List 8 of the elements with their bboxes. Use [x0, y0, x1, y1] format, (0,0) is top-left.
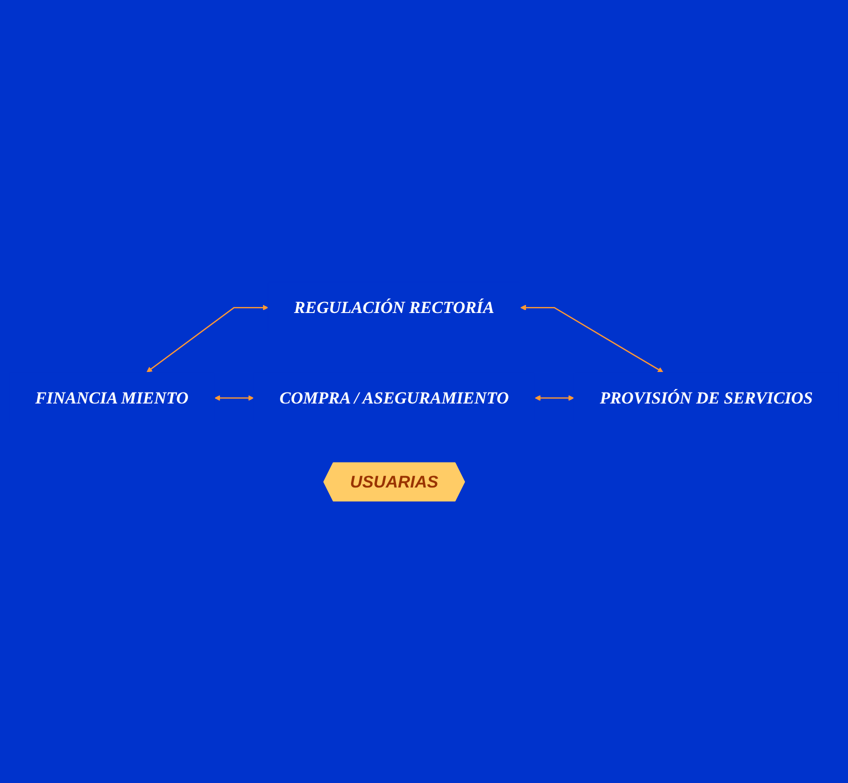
arrow — [214, 395, 254, 401]
node-text: FINANCIA MIENTO — [35, 388, 189, 408]
node-text: COMPRA / ASEGURAMIENTO — [280, 388, 509, 408]
arrow — [146, 304, 268, 372]
node-text: PROVISIÓN DE SERVICIOS — [600, 388, 813, 408]
arrow — [520, 304, 664, 373]
arrow — [534, 395, 574, 401]
node-text: REGULACIÓN RECTORÍA — [294, 298, 494, 318]
